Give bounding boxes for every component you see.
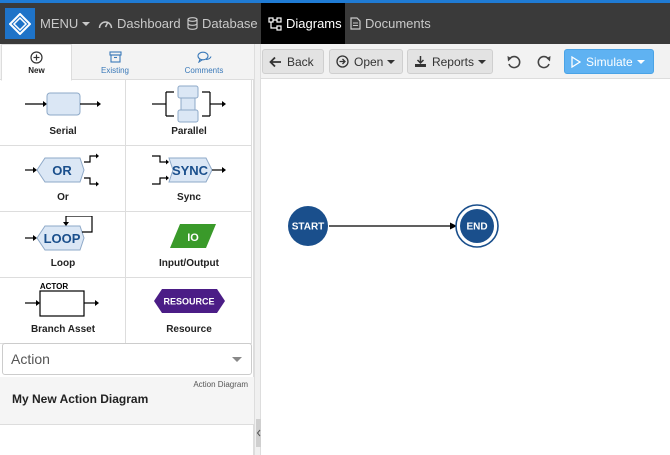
download-icon <box>414 56 426 67</box>
palette-serial[interactable]: Serial <box>0 80 126 146</box>
io-shape-icon: IO <box>170 224 216 248</box>
open-circle-arrow-icon <box>336 55 349 68</box>
sync-shape-icon: SYNC <box>152 155 226 185</box>
nav-database-label: Database <box>202 16 258 31</box>
actor-shape-text: ACTOR <box>40 282 69 291</box>
diagram-type-select[interactable]: Action <box>2 343 252 375</box>
chevron-down-icon <box>232 357 242 362</box>
tab-comments[interactable]: Comments <box>165 44 243 80</box>
play-icon <box>571 55 581 68</box>
palette-loop[interactable]: LOOP Loop <box>0 212 126 278</box>
end-node[interactable]: END <box>455 204 499 248</box>
tab-new[interactable]: New <box>1 44 72 81</box>
collapse-handle[interactable] <box>256 419 261 447</box>
nav-documents-label: Documents <box>365 16 431 31</box>
nav-dashboard[interactable]: Dashboard <box>98 3 181 44</box>
chevron-down-icon <box>478 59 486 64</box>
diagram-info: Action Diagram My New Action Diagram <box>0 377 254 425</box>
chevron-left-icon <box>256 429 261 437</box>
palette-parallel[interactable]: Parallel <box>126 80 252 146</box>
chevron-down-icon <box>636 59 645 64</box>
undo-button[interactable] <box>504 52 524 72</box>
or-shape-icon: OR <box>25 153 99 187</box>
io-shape-text: IO <box>187 232 199 244</box>
reports-button[interactable]: Reports <box>407 49 493 74</box>
open-button[interactable]: Open <box>329 49 403 74</box>
palette-parallel-label: Parallel <box>171 126 207 137</box>
top-navbar: MENU Dashboard Database <box>0 0 670 44</box>
simulate-button[interactable]: Simulate <box>564 49 654 74</box>
palette-sync[interactable]: SYNC Sync <box>126 146 252 212</box>
tab-existing-label: Existing <box>100 65 129 75</box>
chevron-down-icon <box>387 59 396 64</box>
tab-existing[interactable]: Existing <box>76 44 154 80</box>
back-button[interactable]: Back <box>262 49 324 74</box>
nav-database[interactable]: Database <box>187 3 258 44</box>
diagram-type-select-value: Action <box>11 351 50 367</box>
undo-icon <box>507 55 521 69</box>
tab-new-label: New <box>28 66 45 75</box>
plus-circle-icon <box>30 50 43 64</box>
logo-diamond-icon <box>9 12 31 35</box>
diagram-svg: START END <box>288 204 499 248</box>
menu-label: MENU <box>40 16 79 31</box>
database-icon <box>187 17 198 30</box>
loop-shape-icon: LOOP <box>25 216 93 251</box>
serial-shape-icon <box>25 92 101 116</box>
palette-or[interactable]: OR Or <box>0 146 126 212</box>
comments-icon <box>196 51 212 63</box>
nav-dashboard-label: Dashboard <box>117 16 181 31</box>
panel-splitter[interactable] <box>254 44 261 455</box>
actor-shape-icon: ACTOR <box>25 282 99 317</box>
diagram-name[interactable]: My New Action Diagram <box>12 392 149 406</box>
or-shape-text: OR <box>52 163 72 178</box>
diagram-toolbar: Back Open Reports <box>261 44 670 79</box>
palette-branch-asset-label: Branch Asset <box>30 324 96 335</box>
diagram-icon <box>268 16 282 31</box>
menu-dropdown[interactable]: MENU <box>40 3 91 44</box>
reports-button-label: Reports <box>431 54 474 69</box>
diagram-canvas[interactable]: START END <box>261 79 670 455</box>
parallel-shape-icon <box>152 85 226 123</box>
palette-input-output-label: Input/Output <box>159 258 219 269</box>
connector-arrow[interactable] <box>329 222 457 230</box>
nav-diagrams[interactable]: Diagrams <box>261 3 345 44</box>
tab-comments-label: Comments <box>184 65 224 75</box>
palette-resource-label: Resource <box>166 324 212 335</box>
redo-button[interactable] <box>534 52 554 72</box>
left-panel: New Existing <box>0 44 254 455</box>
diagram-type-label: Action Diagram <box>193 380 248 389</box>
left-tabs: New Existing <box>0 44 254 81</box>
resource-shape-text: RESOURCE <box>163 297 214 307</box>
app-logo[interactable] <box>5 8 35 39</box>
resource-shape-icon: RESOURCE <box>154 289 225 313</box>
palette-input-output[interactable]: IO Input/Output <box>126 212 252 278</box>
start-node-label: START <box>292 222 325 233</box>
palette-or-label: Or <box>57 192 69 203</box>
back-button-label: Back <box>287 54 314 69</box>
nav-documents[interactable]: Documents <box>350 3 431 44</box>
palette-branch-asset[interactable]: ACTOR Branch Asset <box>0 278 126 344</box>
gauge-icon <box>98 21 113 29</box>
loop-shape-text: LOOP <box>44 231 81 246</box>
archive-icon <box>108 50 122 63</box>
start-node[interactable]: START <box>288 206 328 246</box>
chevron-down-icon <box>82 21 91 26</box>
open-button-label: Open <box>354 54 384 69</box>
palette-serial-label: Serial <box>49 126 77 137</box>
sync-shape-text: SYNC <box>172 163 209 178</box>
palette-resource[interactable]: RESOURCE Resource <box>126 278 252 344</box>
arrow-left-icon <box>269 56 281 67</box>
nav-diagrams-label: Diagrams <box>286 16 342 31</box>
simulate-button-label: Simulate <box>586 54 633 69</box>
palette-sync-label: Sync <box>177 192 201 203</box>
palette-loop-label: Loop <box>50 258 76 269</box>
redo-icon <box>537 55 551 69</box>
end-node-label: END <box>466 222 487 233</box>
document-icon <box>350 17 361 30</box>
